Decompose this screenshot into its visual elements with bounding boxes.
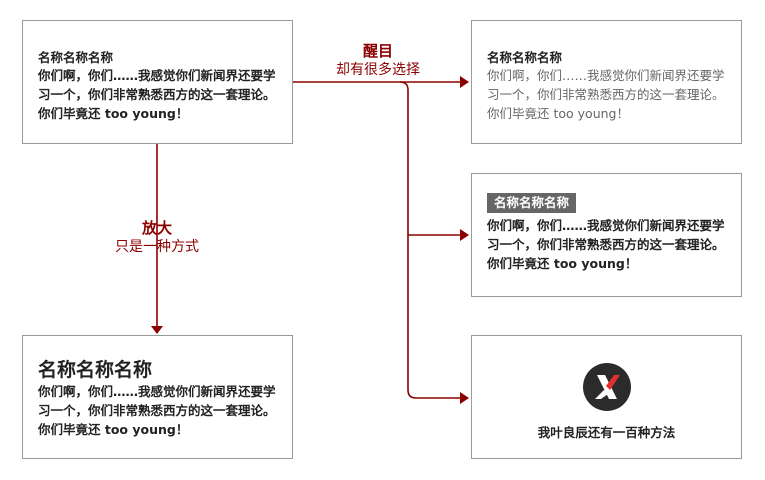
box-enlarged-title: 名称名称名称 [38, 359, 153, 381]
box-original-title: 名称名称名称 [38, 50, 114, 65]
logo-container [472, 362, 741, 412]
arrowhead-right-top [460, 76, 469, 88]
box-original-body: 你们啊，你们……我感觉你们新闻界还要学习一个，你们非常熟悉西方的这一套理论。你们… [38, 68, 276, 121]
box-badge-body: 你们啊，你们……我感觉你们新闻界还要学习一个，你们非常熟悉西方的这一套理论。你们… [487, 218, 725, 271]
arrowhead-right-bottom [460, 392, 469, 404]
connector-branch-bottom [399, 81, 460, 399]
box-light: 名称名称名称 你们啊，你们……我感觉你们新闻界还要学习一个，你们非常熟悉西方的这… [471, 20, 742, 144]
label-highlight: 醒目 却有很多选择 [318, 42, 438, 79]
label-enlarge-main: 放大 [141, 219, 172, 237]
box-enlarged: 名称名称名称 你们啊，你们……我感觉你们新闻界还要学习一个，你们非常熟悉西方的这… [22, 335, 293, 459]
box-light-body: 你们啊，你们……我感觉你们新闻界还要学习一个，你们非常熟悉西方的这一套理论。你们… [487, 68, 725, 121]
box-logo-caption: 我叶良辰还有一百种方法 [537, 425, 676, 440]
box-badge-title: 名称名称名称 [487, 193, 577, 213]
box-enlarged-body: 你们啊，你们……我感觉你们新闻界还要学习一个，你们非常熟悉西方的这一套理论。你们… [38, 384, 276, 437]
label-highlight-main: 醒目 [362, 42, 393, 60]
arrowhead-right-middle [460, 229, 469, 241]
label-highlight-sub: 却有很多选择 [336, 62, 420, 78]
x-logo-icon [582, 363, 631, 411]
box-light-title: 名称名称名称 [487, 50, 563, 65]
box-original: 名称名称名称 你们啊，你们……我感觉你们新闻界还要学习一个，你们非常熟悉西方的这… [22, 20, 293, 144]
box-badge: 名称名称名称 你们啊，你们……我感觉你们新闻界还要学习一个，你们非常熟悉西方的这… [471, 173, 742, 297]
arrowhead-down [151, 326, 163, 334]
box-logo: 我叶良辰还有一百种方法 [471, 335, 742, 459]
label-enlarge-sub: 只是一种方式 [115, 239, 199, 255]
label-enlarge: 放大 只是一种方式 [97, 219, 217, 256]
